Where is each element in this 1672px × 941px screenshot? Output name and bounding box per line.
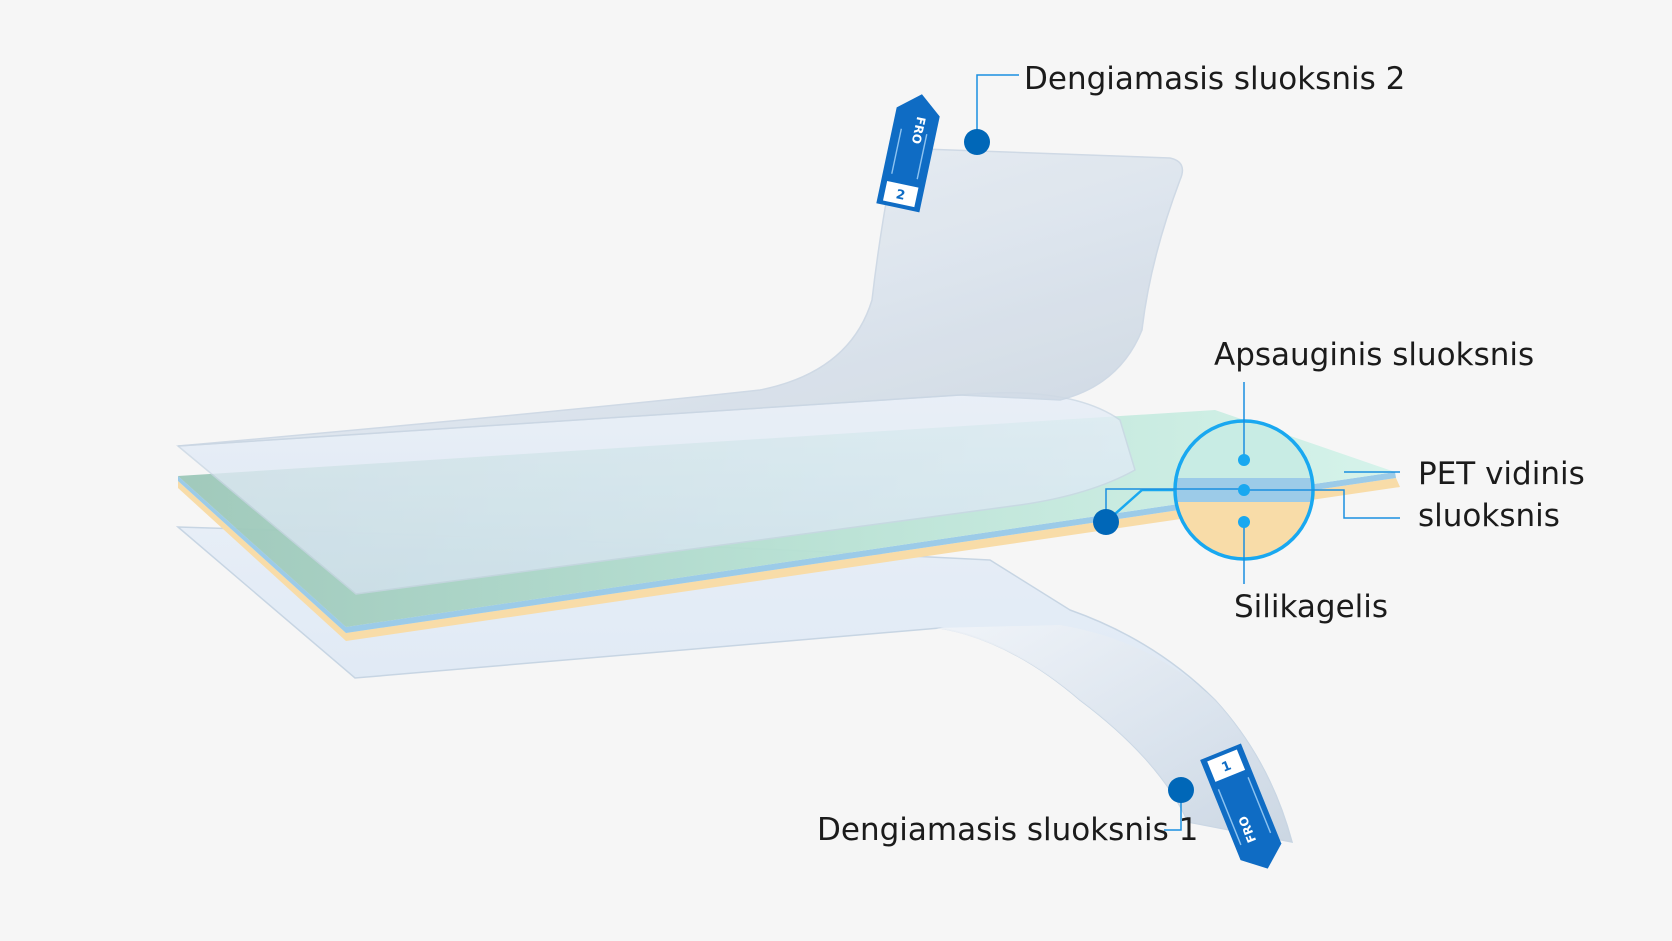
cover-2-pull-tab[interactable]: FRO 2 [876,90,943,213]
tab-2-brand: FRO [909,115,928,145]
label-pet-line-2: sluoksnis [1418,498,1560,534]
callout-pet-inner-layer [1238,471,1400,519]
label-silica-gel: Silikagelis [1234,589,1389,625]
label-cover-layer-2: Dengiamasis sluoksnis 2 [1024,61,1406,97]
callout-pet-dot [1093,488,1244,535]
callout-dot-cover-2 [964,129,990,155]
label-pet-inner-layer: PET vidinis sluoksnis [1418,453,1585,537]
cover-layer-2-film [176,147,1184,595]
callout-silica-gel [1238,516,1250,584]
cover-1-pull-tab[interactable]: 1 FRO [1200,743,1288,877]
callout-dot-cover-1 [1168,777,1194,803]
label-pet-line-1: PET vidinis [1418,456,1585,492]
callout-cover-layer-2 [964,74,1019,155]
label-protective-layer: Apsauginis sluoksnis [1214,337,1535,373]
callout-dot-layers [1093,509,1119,535]
callout-cover-layer-1 [1164,777,1194,831]
label-cover-layer-1: Dengiamasis sluoksnis 1 [817,812,1199,848]
tab-2-number: 2 [894,187,906,204]
callout-protective-layer [1238,382,1250,466]
